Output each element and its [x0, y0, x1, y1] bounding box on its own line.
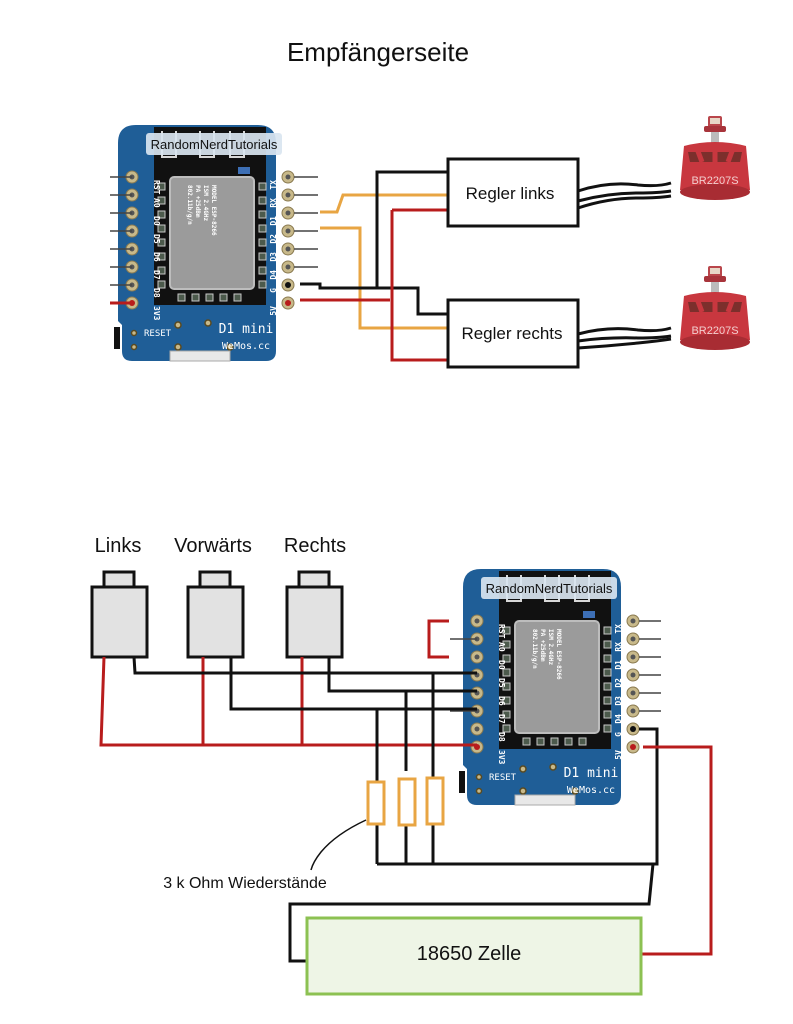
wire-d1-esc-left	[320, 193, 448, 214]
wire-vorwaerts-d7	[229, 657, 477, 711]
watermark: RandomNerdTutorials	[151, 137, 278, 152]
esc-right-label: Regler rechts	[461, 324, 562, 343]
pin-label: D5	[497, 678, 506, 688]
wire-battery-pos	[641, 745, 713, 956]
sender-pin-stubs	[450, 620, 661, 712]
watermark: RandomNerdTutorials	[486, 581, 613, 596]
wire-gnd-esc-right	[300, 282, 448, 316]
model-label: D1 mini	[219, 322, 274, 337]
pin-label: TX	[614, 624, 623, 634]
pin-label: RST	[152, 180, 161, 195]
watermark-box	[481, 577, 617, 599]
pin-label: D6	[152, 252, 161, 262]
motor-label: BR2207S	[691, 325, 738, 337]
wire-3v3-bus	[99, 656, 477, 747]
pin-label: RST	[497, 624, 506, 639]
wire-d2-esc-right	[320, 226, 448, 330]
receiver-wires	[110, 170, 448, 362]
receiver-pin-stubs	[110, 176, 318, 286]
page-title: Empfängerseite	[287, 37, 469, 67]
chip-text: ISM 2.4GHz	[202, 185, 209, 222]
pin-label: G	[614, 732, 623, 737]
wire-gnd-bus	[375, 727, 659, 866]
motor-label: BR2207S	[691, 175, 738, 187]
pin-label: RX	[614, 642, 623, 652]
resistor	[366, 780, 386, 826]
wire-gnd-esc-left	[375, 170, 448, 288]
motor-left: BR2207S	[680, 116, 750, 200]
motor-leads	[577, 181, 672, 350]
pin-label: D4	[269, 270, 278, 280]
pin-label: D4	[614, 714, 623, 724]
chip-text: 802.11b/g/n	[186, 185, 193, 225]
chip-text: PA +25dBm	[194, 185, 201, 218]
wire-rst-d0	[427, 619, 449, 659]
push-button-vorwaerts	[186, 570, 245, 659]
resistor-label: 3 k Ohm Wiederstände	[163, 875, 327, 892]
pin-label: D1	[269, 216, 278, 226]
pin-label: D8	[152, 288, 161, 298]
pin-label: D0	[152, 216, 161, 226]
chip-text: ISM 2.4GHz	[547, 629, 554, 666]
pin-label: A0	[497, 642, 506, 652]
pin-label: D7	[497, 714, 506, 724]
pin-label: G	[269, 288, 278, 293]
pin-label: D0	[497, 660, 506, 670]
brand-label: WeMos.cc	[222, 341, 270, 352]
resistor	[425, 776, 445, 826]
push-button-links	[90, 570, 149, 659]
reset-label: RESET	[144, 329, 172, 339]
sender-board: RandomNerdTutorials RST A0 D0 D5 D6 D7 D…	[458, 568, 640, 806]
model-label: D1 mini	[564, 766, 619, 781]
wire-5v-escs	[390, 208, 448, 362]
pin-label: D7	[152, 270, 161, 280]
pin-label: 5V	[614, 750, 623, 760]
resistor-callout-line	[310, 819, 367, 871]
sender-wires	[99, 619, 713, 963]
reset-label: RESET	[489, 773, 517, 783]
chip-text: MODEL ESP-8266	[555, 629, 562, 680]
pin-label: D8	[497, 732, 506, 742]
receiver-board: RandomNerdTutorials RST A0 D0 D5 D6 D7 D…	[113, 124, 295, 362]
pin-label: D1	[614, 660, 623, 670]
pin-label: TX	[269, 180, 278, 190]
pin-label: 3V3	[152, 306, 161, 321]
chip-text: 802.11b/g/n	[531, 629, 538, 669]
chip-text: PA +25dBm	[539, 629, 546, 662]
button-label-rechts: Rechts	[284, 535, 346, 557]
watermark-box	[146, 133, 282, 155]
wire-links-d5	[132, 656, 477, 675]
chip-text: MODEL ESP-8266	[210, 185, 217, 236]
wire-rechts-d6	[327, 657, 477, 693]
battery-box	[305, 916, 643, 996]
pin-label: D2	[269, 234, 278, 244]
esc-left-box	[446, 157, 580, 228]
pin-label: RX	[269, 198, 278, 208]
pin-label: 5V	[269, 306, 278, 316]
pin-label: 3V3	[497, 750, 506, 765]
button-label-vorwaerts: Vorwärts	[174, 535, 252, 557]
brand-label: WeMos.cc	[567, 785, 615, 796]
battery-label: 18650 Zelle	[417, 943, 522, 965]
pin-label: D3	[269, 252, 278, 262]
button-label-links: Links	[95, 535, 142, 557]
motor-right: BR2207S	[680, 266, 750, 350]
pin-label: D5	[152, 234, 161, 244]
esc-left-label: Regler links	[466, 184, 555, 203]
pin-label: D2	[614, 678, 623, 688]
resistor	[397, 777, 417, 827]
wire-battery-neg	[288, 863, 655, 963]
pin-label: A0	[152, 198, 161, 208]
push-button-rechts	[285, 570, 344, 659]
pin-label: D6	[497, 696, 506, 706]
pin-label: D3	[614, 696, 623, 706]
